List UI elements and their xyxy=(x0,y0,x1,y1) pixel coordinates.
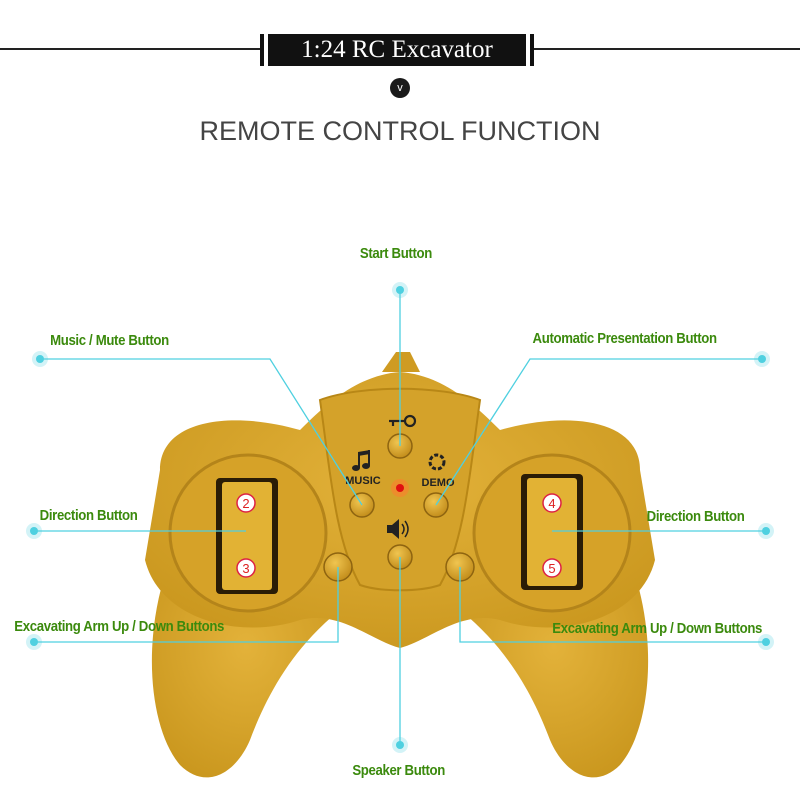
demo-gear-icon xyxy=(428,453,446,471)
right-top-number: 4 xyxy=(548,496,555,511)
callout-music: Music / Mute Button xyxy=(50,332,169,349)
callout-lines xyxy=(34,290,766,745)
speaker-icon xyxy=(387,519,409,539)
antenna xyxy=(382,352,420,372)
header-rule-left xyxy=(0,48,262,50)
product-title: 1:24 RC Excavator xyxy=(260,34,534,66)
callout-demo: Automatic Presentation Button xyxy=(532,330,717,347)
left-bottom-number: 3 xyxy=(242,561,249,576)
callout-direction-left: Direction Button xyxy=(39,507,138,524)
callout-dots xyxy=(26,282,774,753)
callout-arm-right: Excavating Arm Up / Down Buttons xyxy=(552,620,763,637)
right-bottom-number: 5 xyxy=(548,561,555,576)
left-direction-rocker xyxy=(222,482,272,590)
music-note-icon xyxy=(352,450,370,471)
chevron-down-icon: v xyxy=(390,78,410,98)
callout-direction-right: Direction Button xyxy=(646,508,745,525)
callout-speaker: Speaker Button xyxy=(352,762,445,779)
callout-arm-left: Excavating Arm Up / Down Buttons xyxy=(14,618,225,635)
key-icon xyxy=(389,414,417,428)
callout-start: Start Button xyxy=(359,245,432,262)
music-label: MUSIC xyxy=(345,475,381,487)
demo-label: DEMO xyxy=(422,477,455,489)
header-rule-right xyxy=(532,48,800,50)
right-direction-rocker xyxy=(527,478,577,586)
left-top-number: 2 xyxy=(242,496,249,511)
section-title: REMOTE CONTROL FUNCTION xyxy=(199,116,601,146)
